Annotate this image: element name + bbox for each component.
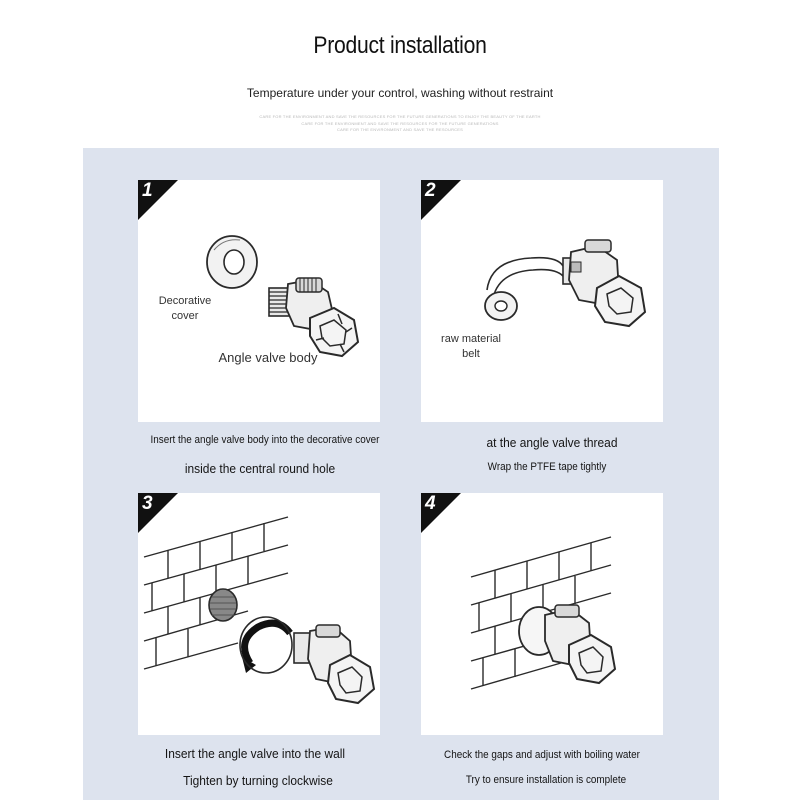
step-number-badge: 3 xyxy=(138,493,178,533)
raw-material-belt-label: raw material belt xyxy=(441,333,501,360)
step-4-card: 4 xyxy=(421,493,663,735)
page-subtitle: Temperature under your control, washing … xyxy=(246,86,554,100)
step-1-card: 1 Decorative cover Angle valve body xyxy=(138,180,380,422)
angle-valve-shape xyxy=(293,624,376,705)
step-4-caption-top: Check the gaps and adjust with boiling w… xyxy=(444,749,640,761)
step-4-caption-bottom: Try to ensure installation is complete xyxy=(465,774,627,786)
step-2-caption-bottom: Wrap the PTFE tape tightly xyxy=(487,461,607,473)
step-number: 3 xyxy=(142,493,153,514)
step-1-caption-top: Insert the angle valve body into the dec… xyxy=(150,434,380,446)
step-number: 4 xyxy=(425,493,436,514)
step-number-badge: 4 xyxy=(421,493,461,533)
step-3-caption-top: Insert the angle valve into the wall xyxy=(164,746,346,761)
step-2-illustration xyxy=(484,239,647,328)
step-3-caption-bottom: Tighten by turning clockwise xyxy=(183,773,333,788)
decorative-cover-label: Decorative cover xyxy=(158,295,212,322)
angle-valve-shape xyxy=(562,239,647,328)
page-title: Product installation xyxy=(313,32,487,59)
angle-valve-shape xyxy=(268,277,360,358)
step-2-card: 2 raw material belt xyxy=(421,180,663,422)
clockwise-arrow-shape xyxy=(241,619,293,665)
ptfe-tape-shape xyxy=(486,256,564,291)
fine-print-line: CARE FOR THE ENVIRONMENT AND SAVE THE RE… xyxy=(259,114,541,119)
step-2-caption-top: at the angle valve thread xyxy=(486,435,618,450)
fine-print-line: CARE FOR THE ENVIRONMENT AND SAVE THE RE… xyxy=(336,127,463,132)
step-number: 2 xyxy=(425,180,436,201)
fine-print: CARE FOR THE ENVIRONMENT AND SAVE THE RE… xyxy=(250,114,550,134)
step-3-card: 3 xyxy=(138,493,380,735)
step-3-illustration xyxy=(143,516,376,705)
step-1-illustration xyxy=(206,235,360,358)
fine-print-line: CARE FOR THE ENVIRONMENT AND SAVE THE RE… xyxy=(301,120,499,126)
angle-valve-shape xyxy=(518,604,617,685)
angle-valve-body-label: Angle valve body xyxy=(218,350,318,365)
step-4-illustration xyxy=(470,536,617,690)
step-number: 1 xyxy=(142,180,153,201)
step-number-badge: 1 xyxy=(138,180,178,220)
step-1-caption-bottom: inside the central round hole xyxy=(184,461,336,476)
brick-wall-shape xyxy=(143,516,289,670)
step-number-badge: 2 xyxy=(421,180,461,220)
